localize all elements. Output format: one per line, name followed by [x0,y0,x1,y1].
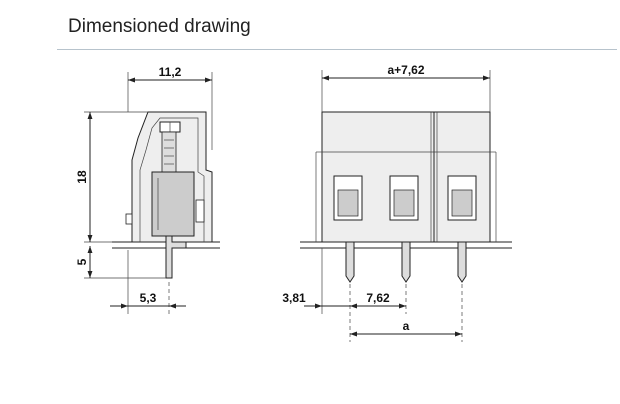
dim-pin-length-label: 5 [75,258,89,265]
dim-pin-offset-label: 5,3 [140,291,157,305]
dim-span-label: a [403,319,410,333]
dim-edge-offset-label: 3,81 [282,291,306,305]
side-pin [165,235,187,279]
front-pin-2 [401,241,411,283]
wire-entry-1 [333,175,363,221]
dim-width-label: 11,2 [159,65,182,79]
front-view: a+7,62 3,81 7,62 a [282,63,512,342]
clamp-insert [151,171,195,237]
side-view: 11,2 18 5 5,3 [75,65,220,314]
wire-entry-3 [447,175,477,221]
side-inner-profile [139,117,205,242]
wire-entry-2 [389,175,419,221]
side-latch [195,199,205,223]
side-nub [125,213,133,225]
page-title: Dimensioned drawing [68,16,251,37]
title-divider [57,49,617,50]
front-pin-3 [457,241,467,283]
dim-pitch-label: 7,62 [366,291,390,305]
front-pin-1 [345,241,355,283]
screw-shaft [161,131,177,173]
dim-height-label: 18 [75,170,89,184]
dim-overall-width-label: a+7,62 [387,63,424,77]
